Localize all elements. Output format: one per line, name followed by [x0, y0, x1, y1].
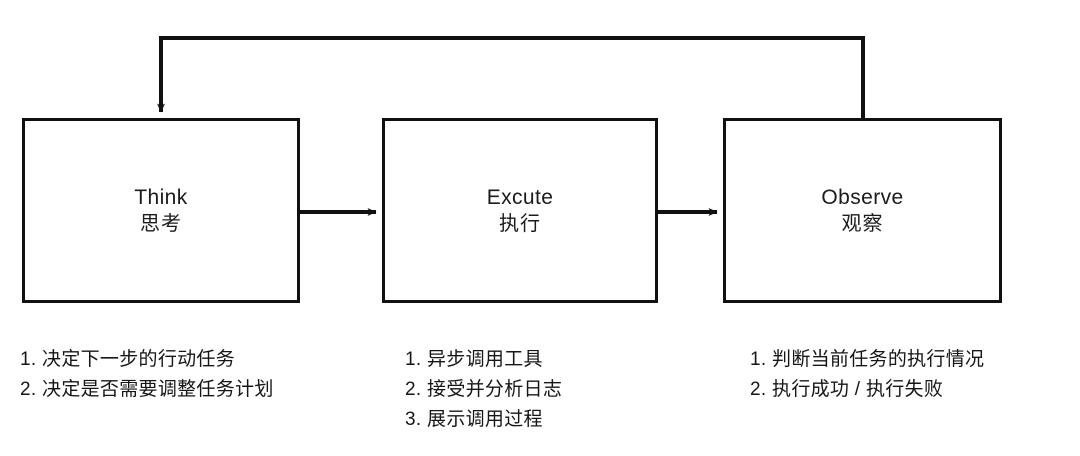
detail-item: 1. 决定下一步的行动任务	[20, 349, 236, 370]
detail-item: 1. 判断当前任务的执行情况	[750, 349, 985, 370]
detail-item: 2. 决定是否需要调整任务计划	[20, 379, 274, 400]
node-observe-title-zh: 观察	[841, 212, 884, 235]
node-think-title-en: Think	[134, 185, 188, 209]
detail-item: 3. 展示调用过程	[405, 409, 543, 430]
connector-observe-to-think	[157, 36, 865, 118]
detail-item: 2. 接受并分析日志	[405, 379, 563, 400]
detail-item: 2. 执行成功 / 执行失败	[750, 379, 944, 400]
detail-item: 1. 异步调用工具	[405, 349, 543, 370]
node-think-title-zh: 思考	[140, 212, 182, 235]
detail-list-excute: 1. 异步调用工具 2. 接受并分析日志 3. 展示调用过程	[405, 345, 562, 435]
node-excute-title-en: Excute	[486, 185, 554, 209]
node-excute[interactable]: Excute 执行	[382, 118, 658, 303]
detail-list-think: 1. 决定下一步的行动任务 2. 决定是否需要调整任务计划	[20, 345, 274, 405]
node-observe[interactable]: Observe 观察	[723, 118, 1002, 303]
node-think[interactable]: Think 思考	[22, 118, 300, 303]
node-excute-title-zh: 执行	[499, 212, 541, 235]
node-observe-title-en: Observe	[821, 185, 904, 209]
detail-list-observe: 1. 判断当前任务的执行情况 2. 执行成功 / 执行失败	[750, 345, 984, 405]
